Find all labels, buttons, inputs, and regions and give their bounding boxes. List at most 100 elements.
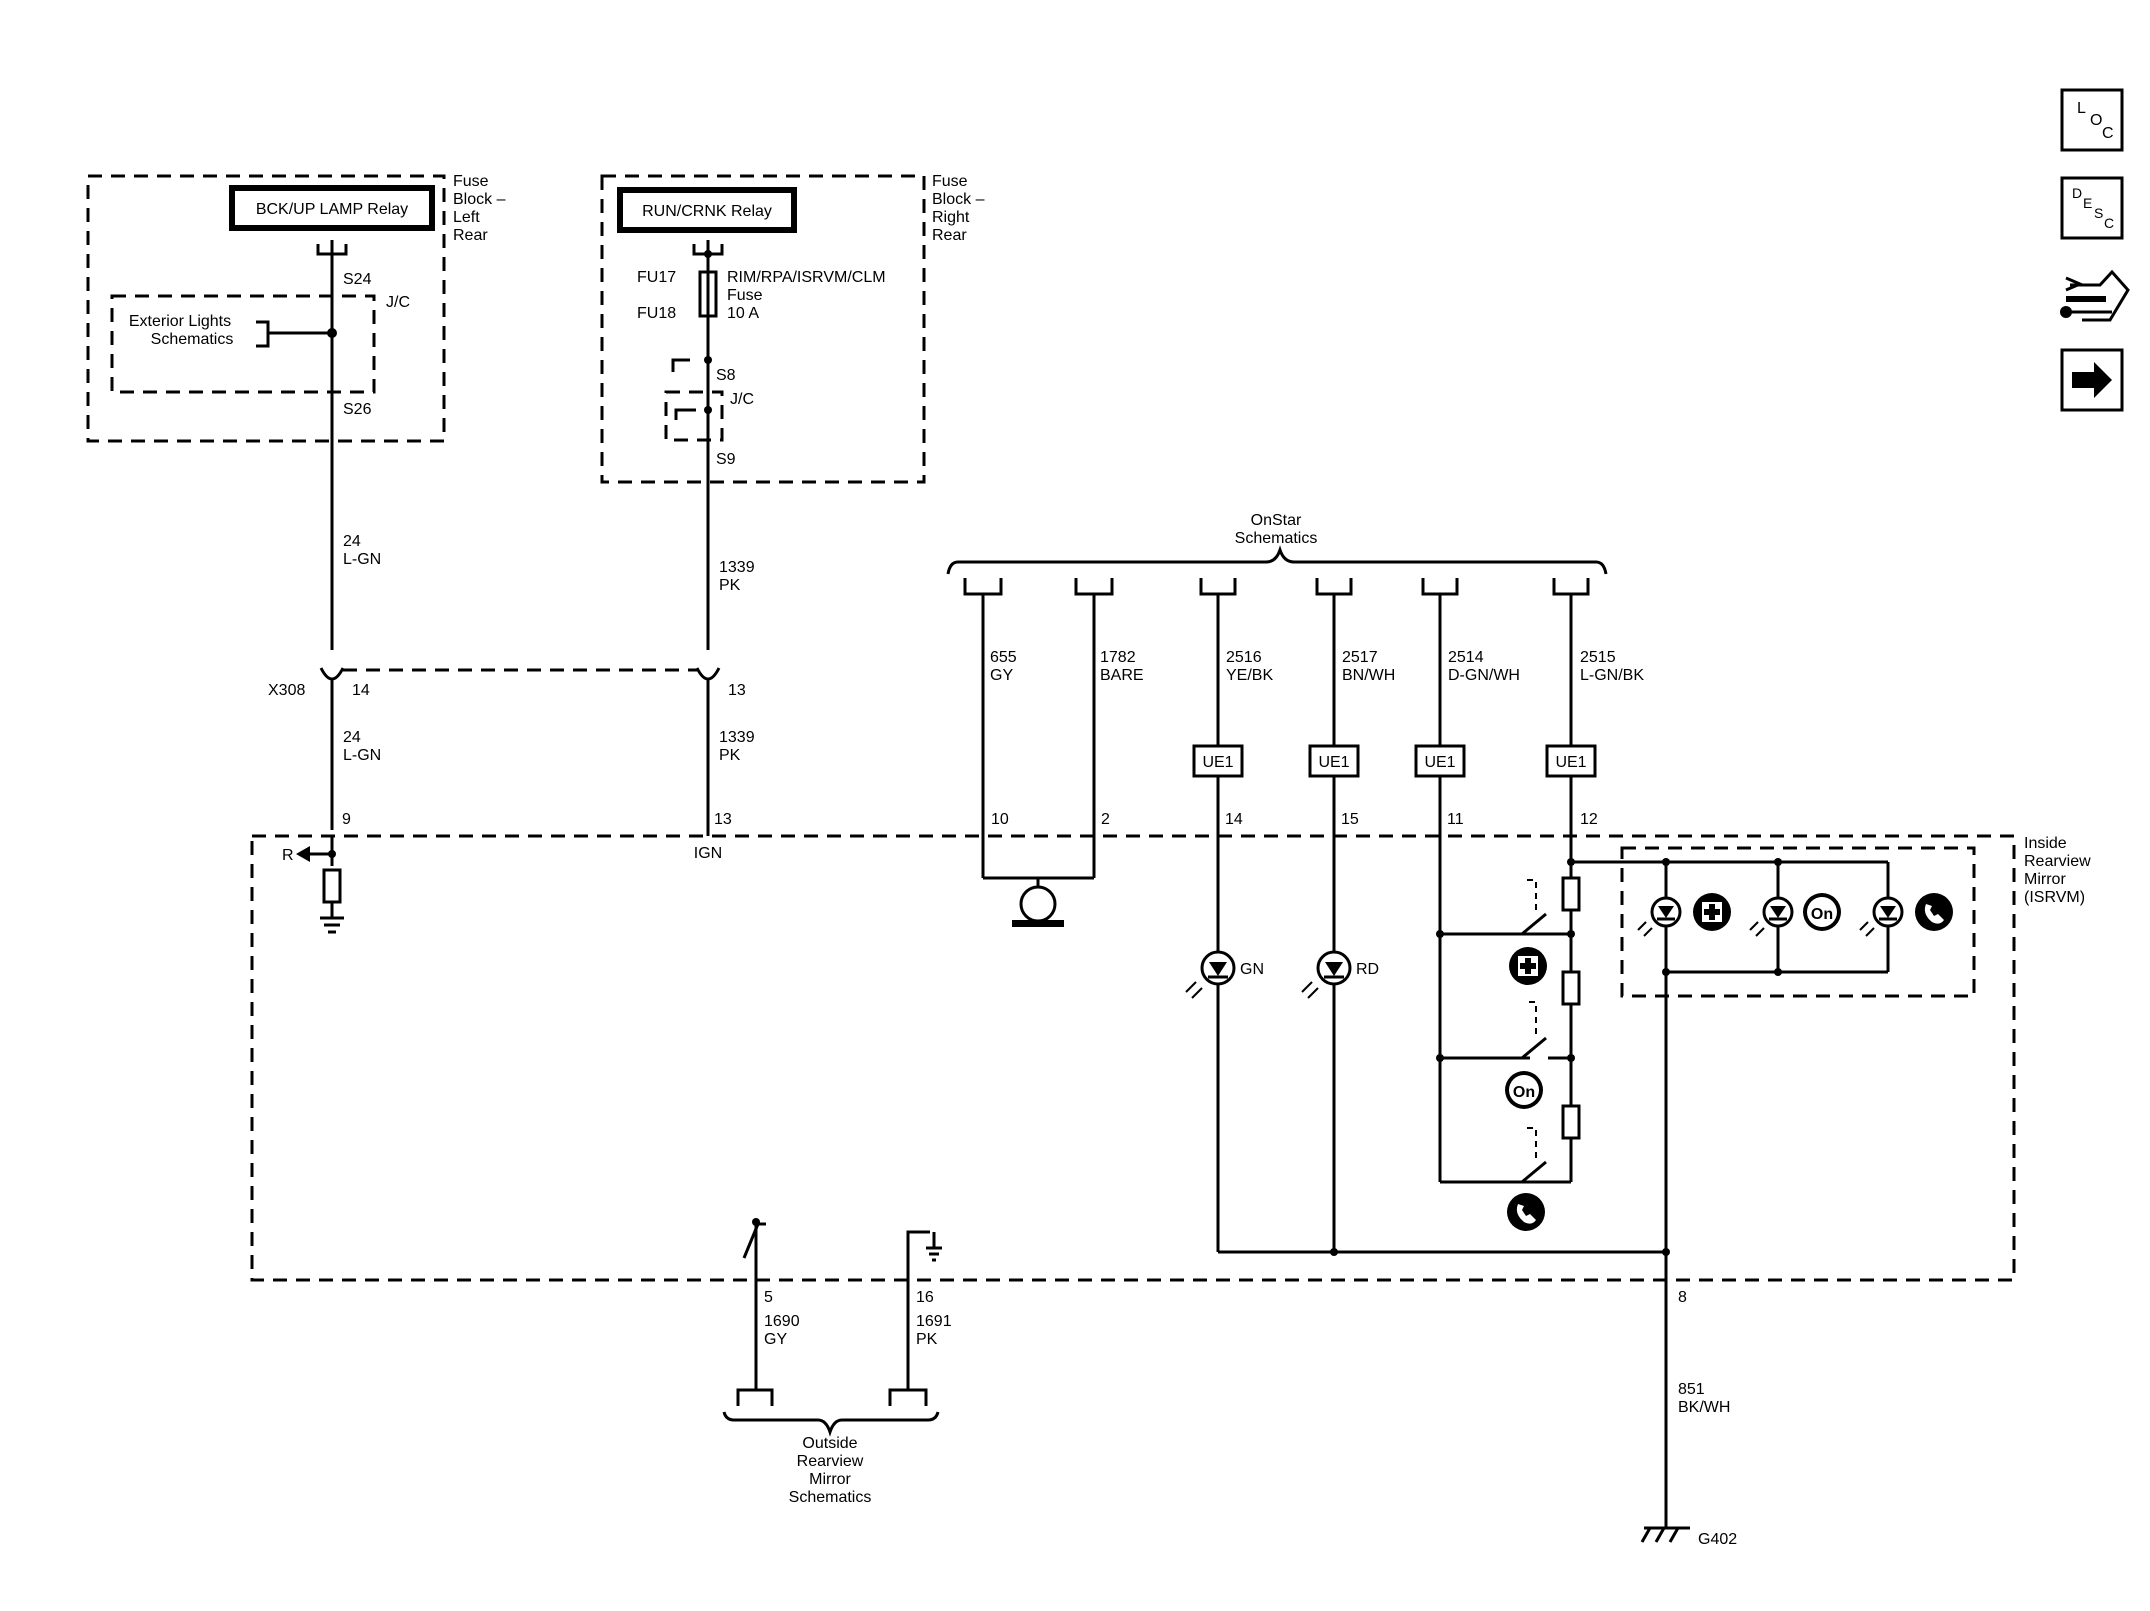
reverse-input: R [282,836,344,934]
fuse-left-title-1: Fuse [453,173,489,190]
pin-8: 8 [1678,1289,1687,1306]
bckup-lamp-relay [229,185,435,231]
wire-1690-num: 1690 [764,1313,800,1330]
fuse-name-label: RIM/RPA/ISRVM/CLM [727,269,886,286]
fuse-rating-label: 10 A [727,305,759,322]
fuse-right-title-1: Fuse [932,173,968,190]
circuit-2514-num: 2514 [1448,649,1484,666]
circuit-655-num: 655 [990,649,1017,666]
circuit-2516-color: YE/BK [1226,667,1273,684]
wire-1339b-color: PK [719,747,741,764]
svg-text:E: E [2083,195,2092,211]
svg-text:S: S [2094,205,2103,221]
ue1-box: UE1 [1545,744,1597,778]
fuse-right-title-4: Rear [932,227,967,244]
outside-mirror-switch: 5 1690 GY [742,1218,800,1390]
outside-title-2: Rearview [797,1453,864,1470]
switch-emergency [1521,879,1571,936]
x308-connector: X308 14 13 [268,667,746,699]
wire-1691-num: 1691 [916,1313,952,1330]
microphone-icon [983,876,1094,927]
circuit-655-color: GY [990,667,1013,684]
outside-title-1: Outside [802,1435,857,1452]
svg-text:C: C [2104,215,2114,231]
outside-title-3: Mirror [809,1471,851,1488]
ladder-resistor-3 [1561,1104,1581,1140]
arrow-right-icon [2072,362,2112,398]
circuit-2517-num: 2517 [1342,649,1378,666]
wire-24-num: 24 [343,533,361,550]
desc-button[interactable]: D E S C [2060,176,2124,240]
pin-2: 2 [1101,811,1110,828]
fuse-block-right-rear: RUN/CRNK Relay Fuse Block – Right Rear F… [600,173,985,484]
wire-24-color: L-GN [343,551,381,568]
switch-phone [1521,1127,1547,1184]
circuit-2515-num: 2515 [1580,649,1616,666]
splice-s9: S9 [716,451,736,468]
circuit-2515-color: L-GN/BK [1580,667,1644,684]
wire-851-color: BK/WH [1678,1399,1730,1416]
wire-24b-color: L-GN [343,747,381,764]
wire-1339-color: PK [719,577,741,594]
rd-label: RD [1356,961,1379,978]
isrvm-title-1: Inside [2024,835,2067,852]
wire-24b-num: 24 [343,729,361,746]
splice-s26: S26 [343,401,372,418]
run-crnk-relay-label: RUN/CRNK Relay [642,203,772,220]
splice-s8: S8 [716,367,736,384]
fuse-word-label: Fuse [727,287,763,304]
pin-11: 11 [1447,811,1464,828]
x308-label: X308 [268,682,305,699]
resistor [322,868,342,904]
jc-left-label: J/C [386,294,410,311]
onstar-title-2: Schematics [1235,530,1318,547]
pin-9: 9 [342,811,351,828]
onstar-connector: OnStar Schematics [946,512,1608,596]
loc-button[interactable]: L O C [2060,88,2124,152]
isrvm-title-4: (ISRVM) [2024,889,2085,906]
pin-12: 12 [1580,811,1598,828]
connector-wrench-icon[interactable] [2060,269,2130,322]
circuit-2516-num: 2516 [1226,649,1262,666]
outside-title-4: Schematics [789,1489,872,1506]
svg-text:UE1: UE1 [1202,754,1233,771]
pin-15: 15 [1341,811,1359,828]
svg-text:O: O [2090,112,2102,129]
ue1-box: UE1 [1308,744,1360,778]
outside-mirror-ground: 16 1691 PK [906,1230,952,1390]
r-label: R [282,847,294,864]
circuit-2514-color: D-GN/WH [1448,667,1520,684]
fuse-left-title-4: Rear [453,227,488,244]
fuse-fu18: FU18 [637,305,676,322]
pin-13: 13 [714,811,732,828]
wire-1339b-num: 1339 [719,729,755,746]
fuse-right-title-3: Right [932,209,970,226]
ign-label: IGN [694,845,722,862]
ladder-resistor-1 [1561,876,1581,912]
g402-label: G402 [1698,1531,1737,1548]
svg-text:D: D [2072,185,2082,201]
pin-14: 14 [1225,811,1243,828]
ue1-box: UE1 [1414,744,1466,778]
wire-1690-color: GY [764,1331,787,1348]
emergency-indicator-led-icon [1637,893,1731,937]
pin-16: 16 [916,1289,934,1306]
fuse-right-title-2: Block – [932,191,985,208]
isrvm-module [250,834,2016,1282]
svg-text:C: C [2102,125,2114,142]
circuit-1782-color: BARE [1100,667,1144,684]
circuit-1782-num: 1782 [1100,649,1136,666]
fuse-block-left-rear: BCK/UP LAMP Relay Fuse Block – Left Rear… [86,173,506,443]
switch-onstar [1521,1001,1571,1060]
gn-label: GN [1240,961,1264,978]
next-arrow-button[interactable] [2060,348,2124,412]
pin-5: 5 [764,1289,773,1306]
x308-pin-14: 14 [352,682,370,699]
exterior-lights-label-2: Schematics [151,331,234,348]
isrvm-title-3: Mirror [2024,871,2066,888]
svg-text:UE1: UE1 [1555,754,1586,771]
ground-g402-icon: G402 [1640,1470,1737,1548]
wire-1691-color: PK [916,1331,938,1348]
svg-text:UE1: UE1 [1318,754,1349,771]
svg-text:On: On [1811,906,1833,923]
